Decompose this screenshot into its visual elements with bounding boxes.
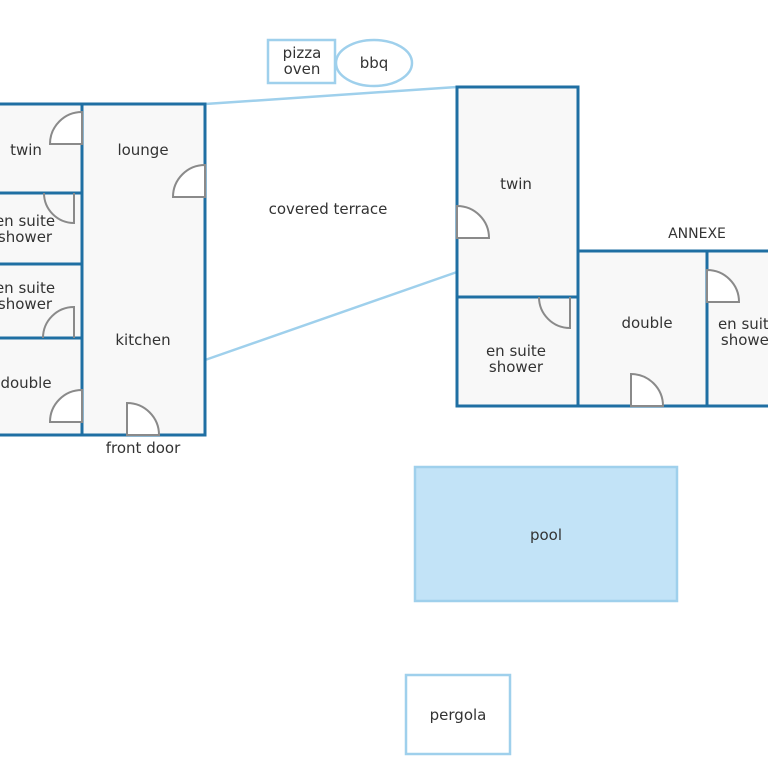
pergola xyxy=(404,673,512,756)
pizza-oven xyxy=(266,38,337,85)
door-double-left xyxy=(48,388,83,423)
door-double-right xyxy=(630,372,665,407)
terrace-edge-top xyxy=(204,85,458,106)
right-block-outline xyxy=(455,85,580,408)
room-label-ensuite-right-line1: en suite xyxy=(486,342,546,360)
label-covered-terrace: covered terrace xyxy=(269,200,388,218)
room-label-ensuite-bottom-line2: shower xyxy=(0,295,53,313)
room-label-ensuite-annexe-line2: shower xyxy=(721,331,768,349)
bbq xyxy=(334,38,414,88)
annexe-outline xyxy=(576,249,768,408)
door-ensuite-bottom xyxy=(42,305,75,339)
label-pergola: pergola xyxy=(430,706,487,724)
room-label-double-right: double xyxy=(621,314,672,332)
label-front-door: front door xyxy=(106,439,181,457)
label-pizza-oven-line1: pizza xyxy=(283,44,322,62)
main-house: twin lounge en suite shower en suite sho… xyxy=(0,102,207,457)
door-twin-right xyxy=(456,204,491,239)
label-bbq: bbq xyxy=(360,54,389,72)
room-label-lounge: lounge xyxy=(117,141,168,159)
room-label-double-left: double xyxy=(0,374,51,392)
room-label-ensuite-top-line2: shower xyxy=(0,228,53,246)
room-label-twin-left: twin xyxy=(10,141,42,159)
door-lounge-terrace xyxy=(171,163,206,198)
door-ensuite-right xyxy=(538,296,571,330)
room-label-ensuite-bottom-line1: en suite xyxy=(0,279,55,297)
room-label-kitchen: kitchen xyxy=(115,331,170,349)
room-label-ensuite-annexe-line1: en suite xyxy=(718,315,768,333)
room-label-ensuite-top-line1: en suite xyxy=(0,212,55,230)
main-house-outline xyxy=(0,102,207,437)
pool xyxy=(413,465,679,603)
door-ensuite-top xyxy=(43,192,75,225)
room-label-ensuite-right-line2: shower xyxy=(489,358,544,376)
terrace-edge-bottom xyxy=(204,270,458,362)
right-block: twin en suite shower ANNEXE double en su… xyxy=(455,85,768,408)
room-label-twin-right: twin xyxy=(500,175,532,193)
label-pool: pool xyxy=(530,526,562,544)
door-front xyxy=(126,401,161,436)
label-pizza-oven-line2: oven xyxy=(284,60,321,78)
label-annexe: ANNEXE xyxy=(668,226,726,242)
door-twin-left xyxy=(48,110,83,145)
door-ensuite-annexe xyxy=(706,268,741,303)
